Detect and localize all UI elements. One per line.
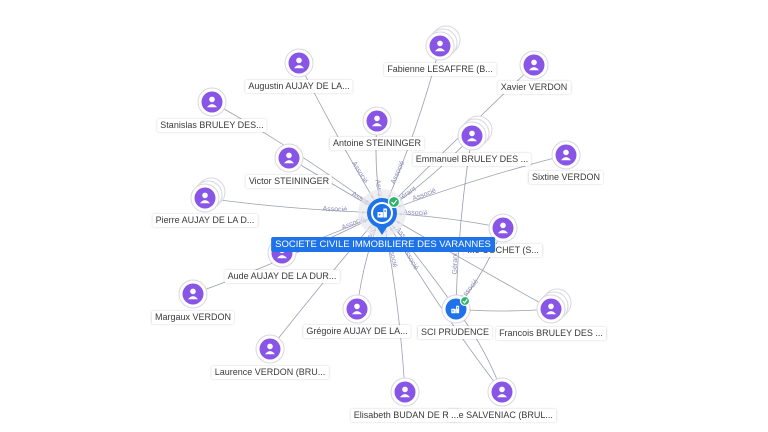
center-company-node[interactable] — [358, 189, 406, 237]
person-body — [497, 394, 507, 398]
building-window — [452, 310, 454, 312]
person-node-xavier[interactable] — [519, 50, 549, 80]
person-label-antoine[interactable]: Antoine STEININGER — [329, 137, 425, 150]
person-label-salveniac[interactable]: ...e SALVENIAC (BRUL... — [448, 409, 556, 422]
person-label-margaux[interactable]: Margaux VERDON — [151, 311, 235, 324]
person-label-augustin[interactable]: Augustin AUJAY DE LA... — [245, 80, 353, 93]
edge-salveniac-center — [381, 212, 503, 393]
person-head — [437, 40, 443, 47]
person-label-xavier[interactable]: Xavier VERDON — [497, 81, 571, 94]
person-body — [372, 123, 382, 127]
person-head — [286, 152, 292, 159]
edge-pierre-center — [204, 197, 383, 214]
person-body — [265, 351, 275, 355]
person-node-augustin[interactable] — [284, 48, 314, 78]
edge-label: Associé — [390, 160, 406, 185]
building-window — [384, 210, 386, 212]
person-label-francois[interactable]: Francois BRULEY DES ... — [496, 327, 606, 340]
person-head — [531, 59, 537, 66]
person-body — [188, 296, 198, 300]
building-tower — [383, 208, 387, 218]
person-body — [284, 160, 294, 164]
person-body — [498, 230, 508, 234]
edge-label: Associé — [403, 209, 428, 217]
building-tower — [456, 305, 460, 314]
person-label-sixtine[interactable]: Sixtine VERDON — [528, 171, 604, 184]
person-label-laurence[interactable]: Laurence VERDON (BRU... — [211, 366, 329, 379]
person-node-salveniac[interactable] — [487, 377, 517, 407]
person-label-gregoire[interactable]: Grégoire AUJAY DE LA... — [303, 325, 411, 338]
person-head — [354, 303, 360, 310]
sci-prudence-node[interactable] — [441, 294, 471, 324]
person-head — [563, 149, 569, 156]
person-body — [467, 138, 477, 142]
person-head — [500, 222, 506, 229]
edge-label: Associé — [322, 206, 347, 214]
center-company-label[interactable]: SOCIETE CIVILE IMMOBILIERE DES VARANNES — [271, 237, 495, 252]
person-head — [548, 303, 554, 310]
person-head — [374, 115, 380, 122]
verified-badge — [387, 195, 401, 209]
person-node-fabienne[interactable] — [425, 25, 461, 61]
person-head — [267, 343, 273, 350]
check-icon — [391, 199, 398, 206]
person-node-elisabeth[interactable] — [390, 377, 420, 407]
person-label-emmanuel[interactable]: Emmanuel BRULEY DES ... — [412, 153, 532, 166]
person-node-victor[interactable] — [274, 143, 304, 173]
person-head — [499, 386, 505, 393]
person-node-margaux[interactable] — [178, 279, 208, 309]
person-head — [402, 386, 408, 393]
edge-label: Associé — [386, 243, 398, 269]
person-node-antoine[interactable] — [362, 106, 392, 136]
edge-label: Associé — [350, 160, 369, 185]
person-body — [546, 311, 556, 315]
person-head — [296, 57, 302, 64]
person-head — [190, 288, 196, 295]
person-head — [202, 192, 208, 199]
person-body — [561, 157, 571, 161]
person-label-fabienne[interactable]: Fabienne LESAFFRE (B... — [384, 63, 496, 76]
person-body — [207, 104, 217, 108]
nodes-layer — [178, 25, 581, 407]
person-body — [352, 311, 362, 315]
person-node-gregoire[interactable] — [342, 294, 372, 324]
person-node-francois[interactable] — [536, 288, 572, 324]
building-window — [378, 213, 381, 216]
person-label-victor[interactable]: Victor STEININGER — [245, 175, 333, 188]
person-label-pierre[interactable]: Pierre AUJAY DE LA D... — [152, 214, 258, 227]
person-head — [209, 96, 215, 103]
person-body — [435, 48, 445, 52]
person-label-stanislas[interactable]: Stanislas BRULEY DES... — [157, 119, 267, 132]
verified-badge — [459, 295, 471, 307]
person-node-stanislas[interactable] — [197, 87, 227, 117]
person-node-pierre[interactable] — [190, 177, 226, 213]
edge-francois-center — [381, 212, 552, 310]
person-head — [469, 130, 475, 137]
sci-prudence-label[interactable]: SCI PRUDENCE — [417, 326, 493, 339]
edge-label: Gérant — [452, 253, 459, 275]
person-node-laurence[interactable] — [255, 334, 285, 364]
person-node-emmanuel[interactable] — [457, 115, 493, 151]
person-body — [294, 65, 304, 69]
person-body — [200, 200, 210, 204]
person-body — [400, 394, 410, 398]
person-body — [529, 67, 539, 71]
person-node-sixtine[interactable] — [551, 140, 581, 170]
person-label-aude[interactable]: Aude AUJAY DE LA DUR... — [224, 270, 340, 283]
person-node-cochet[interactable] — [488, 213, 518, 243]
building-window — [457, 307, 459, 309]
person-body — [277, 255, 287, 259]
person-label-elisabeth[interactable]: Elisabeth BUDAN DE R... — [350, 409, 460, 422]
check-icon — [462, 299, 468, 304]
